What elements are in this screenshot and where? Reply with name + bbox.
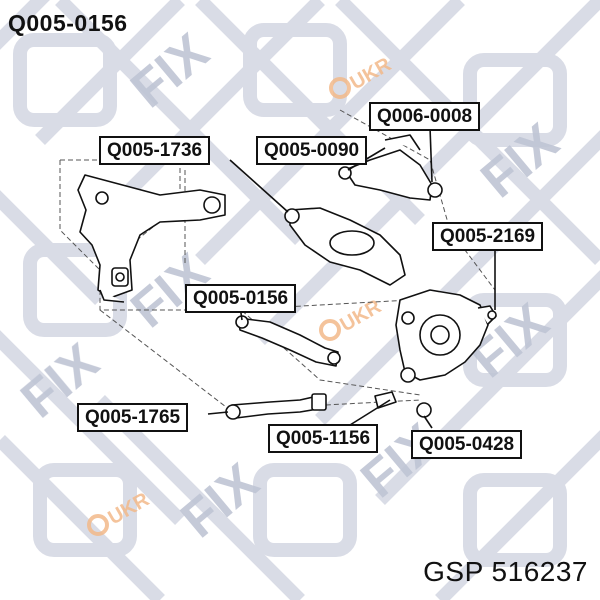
part-code-title: Q005-0156 — [8, 10, 128, 36]
lateral-link — [225, 391, 397, 420]
knuckle-hub-carrier — [395, 289, 497, 418]
trailing-link — [235, 315, 341, 367]
brand-reference: GSP 516237 — [423, 556, 588, 587]
callout-q005-0428[interactable]: Q005-0428 — [411, 430, 523, 459]
callout-q005-1156[interactable]: Q005-1156 — [268, 424, 379, 453]
callout-q005-2169[interactable]: Q005-2169 — [432, 222, 544, 251]
callout-q005-0090[interactable]: Q005-0090 — [256, 136, 368, 165]
callout-q005-1765[interactable]: Q005-1765 — [77, 403, 189, 432]
callout-q005-0156[interactable]: Q005-0156 — [185, 284, 297, 313]
callout-q005-1736[interactable]: Q005-1736 — [99, 136, 211, 165]
callout-q006-0008[interactable]: Q006-0008 — [369, 102, 481, 131]
subframe-member — [77, 174, 226, 303]
